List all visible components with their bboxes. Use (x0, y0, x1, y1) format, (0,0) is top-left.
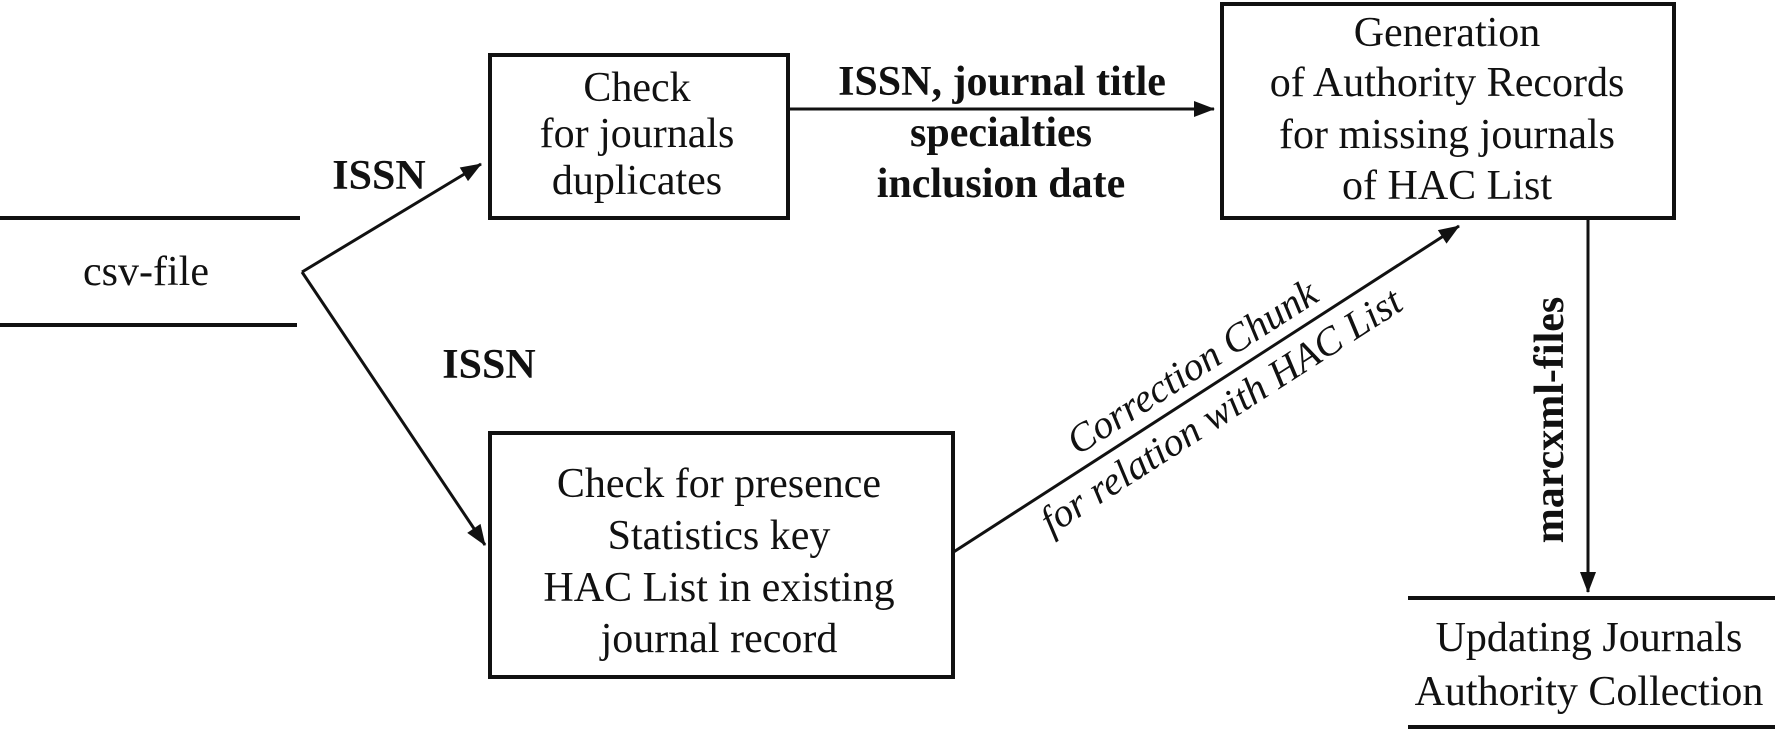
generation-line-4: of HAC List (1342, 163, 1552, 209)
updating-line-2: Authority Collection (1415, 669, 1764, 715)
edge-label-specialties: specialties (910, 110, 1092, 156)
node-csv-file: csv-file (0, 216, 300, 327)
check-presence-line-2: Statistics key (608, 513, 831, 559)
edge-label-marcxml-files: marcxml-files (1527, 297, 1573, 543)
issn-upper-label: ISSN (332, 153, 425, 199)
check-presence-line-4: journal record (599, 616, 838, 662)
check-presence-box (488, 431, 955, 679)
edge-label-inclusion-date: inclusion date (877, 161, 1126, 207)
edge-check-presence-to-generation-line (951, 224, 1460, 555)
node-check-duplicates: Check for journals duplicates (488, 53, 790, 220)
csv-file-label: csv-file (83, 249, 209, 295)
updating-line-1: Updating Journals (1436, 615, 1743, 661)
edge-csv-to-check-duplicates-line (301, 162, 482, 274)
generation-line-2: of Authority Records (1270, 60, 1625, 106)
check-presence-line-1: Check for presence (557, 461, 881, 507)
edge-check-duplicates-to-generation: ISSN, journal title specialties inclusio… (788, 59, 1215, 207)
node-updating: Updating Journals Authority Collection (1408, 596, 1775, 729)
check-duplicates-line-1: Check (583, 65, 690, 111)
edge-csv-to-check-presence-line (300, 271, 487, 546)
generation-line-3: for missing journals (1279, 112, 1615, 158)
check-duplicates-line-3: duplicates (552, 158, 722, 204)
check-duplicates-box (488, 53, 790, 220)
edge-generation-to-updating: marcxml-files (1527, 219, 1596, 593)
node-generation: Generation of Authority Records for miss… (1220, 2, 1676, 220)
edge-check-presence-to-generation: Correction Chunk for relation with HAC L… (951, 224, 1460, 555)
issn-lower-label: ISSN (442, 342, 535, 388)
edge-csv-to-check-duplicates: ISSN (301, 153, 482, 274)
node-check-presence: Check for presence Statistics key HAC Li… (488, 431, 955, 679)
check-presence-line-3: HAC List in existing (543, 565, 894, 611)
edge-label-issn-journal-title: ISSN, journal title (838, 59, 1166, 105)
generation-line-1: Generation (1354, 10, 1541, 56)
edge-csv-to-check-presence: ISSN (300, 271, 536, 546)
check-duplicates-line-2: for journals (540, 111, 735, 157)
generation-box (1220, 2, 1676, 220)
